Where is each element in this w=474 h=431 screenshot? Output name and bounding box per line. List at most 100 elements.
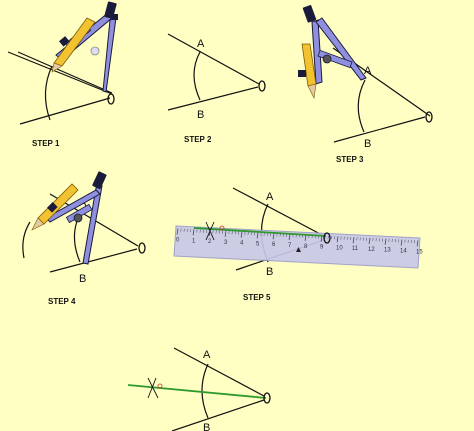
step-1-label: STEP 1 <box>32 139 60 148</box>
step-5-bisector-line <box>193 227 327 237</box>
ruler-major-tick <box>384 238 387 245</box>
compass-arm-pencil <box>311 19 323 85</box>
compass-handle <box>302 5 317 23</box>
compass-arm-pencil <box>45 189 101 223</box>
ruler-number: 9 <box>320 245 324 251</box>
step-2-point-b: B <box>197 109 204 121</box>
compass-hinge <box>112 14 118 20</box>
pencil-clamp <box>298 70 306 77</box>
ruler-major-tick <box>288 233 291 241</box>
step-5-point-a: A <box>266 191 274 203</box>
result-panel: A B <box>127 347 271 431</box>
result-point-a: A <box>203 349 211 361</box>
ruler-body <box>173 225 421 269</box>
ruler-major-tick <box>304 234 307 241</box>
step-5-point-b: B <box>266 266 273 278</box>
step-3-arc <box>357 79 366 133</box>
step-4-vertex-o <box>138 242 146 254</box>
ruler-number: 12 <box>368 247 375 253</box>
step-4-compass <box>31 171 107 265</box>
ruler-major-tick <box>224 230 227 237</box>
ruler-major-tick <box>272 233 275 240</box>
ruler-number: 3 <box>224 240 228 246</box>
step-2-label: STEP 2 <box>184 135 212 144</box>
ruler-major-tick <box>256 232 259 239</box>
step-1-lower-ray <box>19 97 111 125</box>
result-lower-ray <box>171 399 265 431</box>
compass-arm-needle <box>315 17 367 81</box>
ruler-number: 13 <box>384 248 391 254</box>
step-4-label: STEP 4 <box>48 297 76 306</box>
result-arc <box>201 363 209 419</box>
ruler-major-tick <box>192 229 195 236</box>
ruler-major-tick <box>368 237 371 244</box>
compass-arm-needle <box>102 17 117 93</box>
step-4-lower-ray <box>49 248 138 273</box>
result-bisector-line <box>127 384 267 399</box>
step-3-panel: A B STEP 3 <box>298 5 433 164</box>
result-intersection-point <box>157 383 163 389</box>
step-1-ray-extension <box>7 51 113 95</box>
step-5-label: STEP 5 <box>243 293 271 302</box>
ruler-number: 11 <box>352 246 359 252</box>
ruler-major-tick <box>240 231 243 238</box>
ruler-major-tick <box>416 240 419 247</box>
result-point-b: B <box>203 422 210 431</box>
step-2-upper-ray <box>167 33 260 85</box>
pencil-clamp <box>47 202 58 213</box>
ruler-number: 15 <box>416 249 423 255</box>
step-2-panel: A B STEP 2 <box>167 33 266 144</box>
step-3-vertex-o <box>425 111 433 123</box>
step-3-lower-ray <box>333 116 426 143</box>
step-3-compass <box>298 5 367 99</box>
ruler-number: 6 <box>272 242 276 248</box>
step-5-upper-ray <box>232 187 325 237</box>
step-4-point-b: B <box>79 273 86 285</box>
step-3-label: STEP 3 <box>336 155 364 164</box>
compass-handle <box>92 171 107 190</box>
compass-screw-icon <box>90 46 100 56</box>
step-1-arc <box>44 65 53 121</box>
step-3-point-a: A <box>364 65 372 77</box>
pencil-clamp <box>59 36 70 47</box>
step-5-vertex-o <box>323 232 331 244</box>
ruler-number: 7 <box>288 243 292 249</box>
step-1-panel: STEP 1 <box>7 1 118 148</box>
step-3-point-b: B <box>364 138 371 150</box>
step-4-panel: A B STEP 4 <box>22 171 146 306</box>
result-upper-ray <box>173 347 265 397</box>
result-intersection-mark <box>147 377 159 399</box>
step-5-intersection-mark <box>205 221 215 241</box>
ruler-number: 0 <box>176 238 180 244</box>
ruler-major-tick <box>176 228 179 235</box>
ruler-major-tick <box>400 239 403 246</box>
step-1-compass <box>51 1 118 93</box>
pencil-tip <box>51 62 63 73</box>
ruler-number: 4 <box>240 241 244 247</box>
compass-screw-icon <box>73 213 83 223</box>
pencil-tip <box>307 83 317 99</box>
ruler-number: 8 <box>304 244 308 250</box>
step-2-arc <box>193 51 201 101</box>
result-vertex-o <box>263 392 271 404</box>
ruler-center-arrow-icon <box>296 247 301 252</box>
ruler-number: 2 <box>208 239 212 245</box>
step-2-lower-ray <box>167 86 259 111</box>
ruler-major-tick <box>336 236 339 243</box>
pencil-tip <box>31 217 45 231</box>
ruler-major-tick <box>352 237 355 244</box>
step-1-vertex-o <box>107 93 115 105</box>
step-2-point-a: A <box>197 38 205 50</box>
step-5-intersection-point <box>219 225 225 231</box>
step-4-intersect-arc <box>22 221 31 259</box>
compass-screw-icon <box>322 54 332 64</box>
ruler-number: 1 <box>192 238 196 244</box>
ruler-number: 10 <box>336 245 343 251</box>
ruler-number: 5 <box>256 241 260 247</box>
step-1-upper-ray <box>17 51 113 94</box>
step-2-vertex-o <box>258 80 266 92</box>
